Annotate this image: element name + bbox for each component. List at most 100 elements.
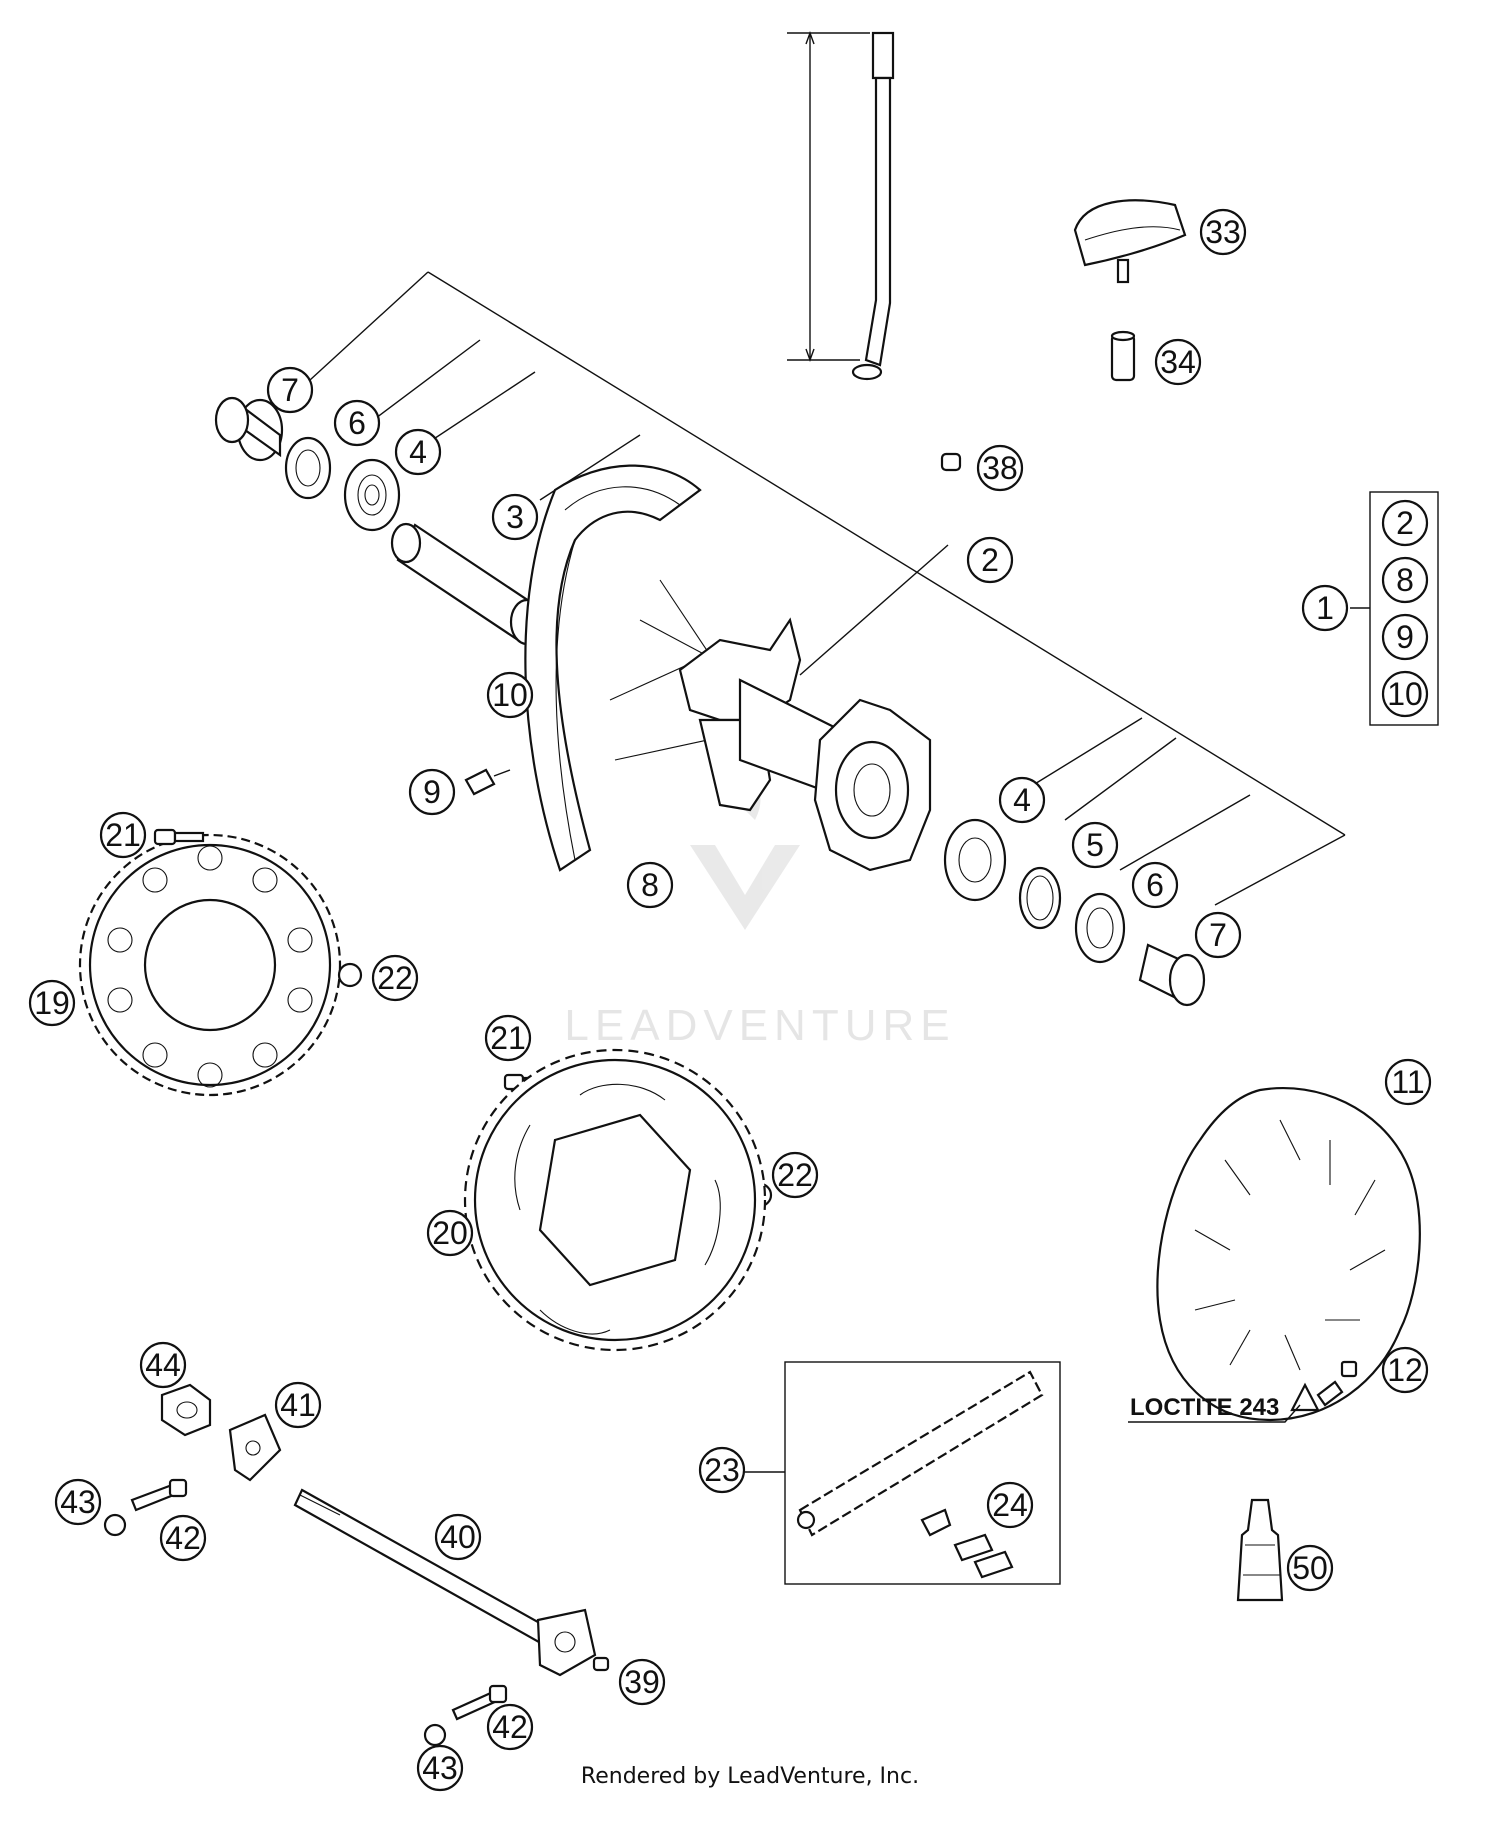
svg-text:9: 9	[423, 774, 441, 810]
callout-2[interactable]: 2	[966, 536, 1014, 584]
callout-39[interactable]: 39	[618, 1658, 666, 1706]
callout-7-right[interactable]: 7	[1194, 911, 1242, 959]
callout-4-right[interactable]: 4	[998, 776, 1046, 824]
svg-text:2: 2	[981, 542, 999, 578]
svg-text:42: 42	[165, 1520, 201, 1556]
svg-text:43: 43	[422, 1750, 458, 1786]
svg-text:19: 19	[34, 985, 70, 1021]
svg-text:4: 4	[409, 434, 427, 470]
valve-nut	[1110, 330, 1136, 382]
svg-text:50: 50	[1292, 1550, 1328, 1586]
callout-42-upper[interactable]: 42	[159, 1514, 207, 1562]
callout-11[interactable]: 11	[1384, 1058, 1432, 1106]
callout-19[interactable]: 19	[28, 979, 76, 1027]
callout-8[interactable]: 8	[626, 861, 674, 909]
chain-box	[745, 1361, 1061, 1585]
adjuster-nut-left	[103, 1513, 127, 1537]
svg-text:4: 4	[1013, 782, 1031, 818]
spoke	[787, 30, 895, 381]
svg-text:43: 43	[60, 1484, 96, 1520]
callout-22-left[interactable]: 22	[371, 954, 419, 1002]
svg-text:41: 41	[280, 1387, 316, 1423]
inner-tube-valve	[1073, 199, 1187, 284]
leadventure-watermark: LEADVENTURE	[564, 760, 955, 1050]
callout-group-10[interactable]: 10	[1381, 670, 1429, 718]
spacer-left	[214, 396, 284, 462]
callout-34[interactable]: 34	[1154, 338, 1202, 386]
assembly-group-bracket	[1350, 491, 1439, 726]
callout-group-2[interactable]: 2	[1381, 499, 1429, 547]
callout-6-left[interactable]: 6	[333, 399, 381, 447]
callout-23[interactable]: 23	[698, 1446, 746, 1494]
svg-text:20: 20	[432, 1215, 468, 1251]
callout-group-8[interactable]: 8	[1381, 556, 1429, 604]
spindle-plug	[592, 1656, 610, 1672]
sprocket-nut-1	[337, 962, 363, 988]
callout-4-left[interactable]: 4	[394, 428, 442, 476]
callout-1[interactable]: 1	[1301, 584, 1349, 632]
svg-text:24: 24	[992, 1487, 1028, 1523]
callout-43-upper[interactable]: 43	[54, 1478, 102, 1526]
rear-hub	[678, 617, 932, 872]
svg-text:42: 42	[492, 1709, 528, 1745]
svg-text:10: 10	[1387, 676, 1423, 712]
callout-21-right[interactable]: 21	[484, 1014, 532, 1062]
shaft-seal-right	[1074, 892, 1126, 964]
footer-credit: Rendered by LeadVenture, Inc.	[580, 1764, 920, 1789]
svg-text:38: 38	[982, 450, 1018, 486]
loctite-label: LOCTITE 243	[1130, 1394, 1279, 1421]
adjuster-nut-right	[423, 1723, 447, 1747]
callout-38[interactable]: 38	[976, 444, 1024, 492]
callout-10[interactable]: 10	[486, 671, 534, 719]
adjuster-bolt-left	[130, 1478, 188, 1512]
callout-50[interactable]: 50	[1286, 1544, 1334, 1592]
callout-6-right[interactable]: 6	[1131, 861, 1179, 909]
adjuster-bolt-right	[451, 1684, 508, 1721]
callout-33[interactable]: 33	[1199, 208, 1247, 256]
svg-text:11: 11	[1391, 1064, 1424, 1100]
svg-text:3: 3	[506, 499, 524, 535]
callout-44[interactable]: 44	[139, 1341, 187, 1389]
callout-5[interactable]: 5	[1071, 821, 1119, 869]
callout-group-9[interactable]: 9	[1381, 613, 1429, 661]
callout-40[interactable]: 40	[434, 1513, 482, 1561]
sprocket-steel	[78, 833, 342, 1097]
callout-12[interactable]: 12	[1381, 1346, 1429, 1394]
wheel-spindle	[293, 1488, 597, 1677]
wheel-rim	[524, 464, 702, 872]
sprocket-aluminium	[463, 1048, 767, 1352]
callout-3[interactable]: 3	[491, 493, 539, 541]
svg-text:6: 6	[348, 405, 366, 441]
svg-text:23: 23	[704, 1452, 740, 1488]
callout-7-left[interactable]: 7	[266, 366, 314, 414]
svg-text:44: 44	[145, 1347, 181, 1383]
bearing-left	[343, 458, 401, 532]
callout-41[interactable]: 41	[274, 1381, 322, 1429]
svg-text:9: 9	[1396, 619, 1414, 655]
axle-nut	[160, 1383, 212, 1437]
disc-screw	[1290, 1360, 1358, 1412]
callout-24[interactable]: 24	[986, 1481, 1034, 1529]
callout-9[interactable]: 9	[408, 768, 456, 816]
callout-22-right[interactable]: 22	[771, 1151, 819, 1199]
svg-text:21: 21	[490, 1020, 526, 1056]
svg-text:39: 39	[624, 1664, 660, 1700]
svg-text:22: 22	[377, 960, 413, 996]
callout-21-left[interactable]: 21	[99, 811, 147, 859]
shaft-seal-left	[284, 436, 332, 500]
callout-20[interactable]: 20	[426, 1209, 474, 1257]
svg-text:21: 21	[105, 817, 141, 853]
small-plug	[940, 452, 962, 472]
watermark-text: LEADVENTURE	[564, 1001, 955, 1050]
sprocket-bolt-1	[153, 828, 205, 846]
callout-42-lower[interactable]: 42	[486, 1703, 534, 1751]
svg-text:7: 7	[281, 372, 299, 408]
assembly-leader-lines	[309, 271, 1346, 906]
svg-text:5: 5	[1086, 827, 1104, 863]
svg-text:2: 2	[1396, 505, 1414, 541]
callout-43-lower[interactable]: 43	[416, 1744, 464, 1792]
svg-text:33: 33	[1205, 214, 1241, 250]
svg-text:12: 12	[1387, 1352, 1423, 1388]
distance-tube	[390, 522, 545, 646]
